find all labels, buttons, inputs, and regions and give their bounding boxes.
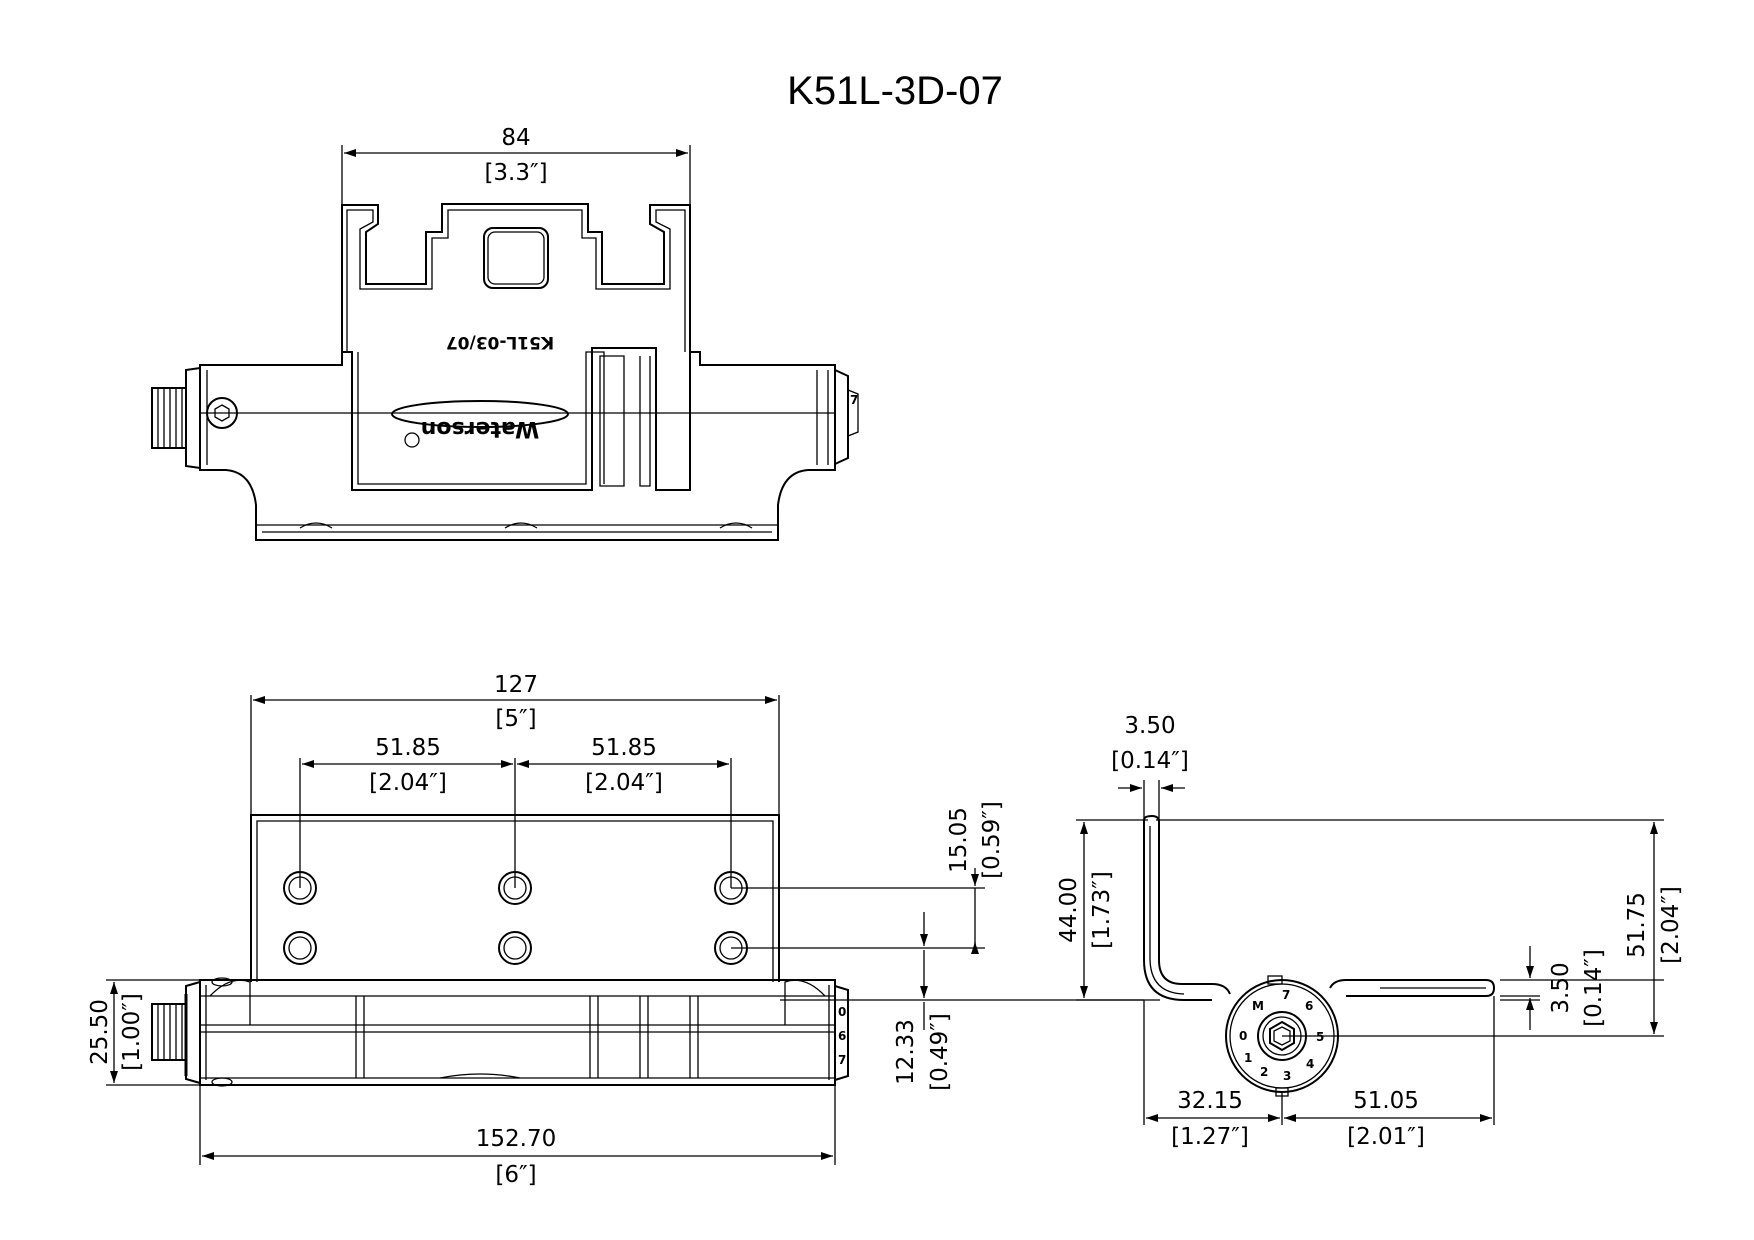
side-view: 3.50 [0.14″] 0 1 2 3 4 5 6 (1056, 713, 1684, 1150)
dim-hole-to-barrel: 12.33 [0.49″] (780, 912, 1160, 1091)
dim-flap-length-mm: 51.05 (1353, 1088, 1419, 1114)
front-view: 127 [5″] 51.85 [2.04″] 51.85 [2.04″] (87, 672, 1160, 1188)
side-flap (1329, 979, 1496, 997)
dial-number-7: 7 (1282, 988, 1290, 1002)
dim-pivot-offset: 32.15 [1.27″] 51.05 [2.01″] (1143, 996, 1495, 1150)
dim-leaf-width-in: [5″] (495, 706, 536, 732)
dial-letter-m: M (1252, 999, 1264, 1013)
barrel-outline (199, 347, 836, 541)
square-cutout (483, 227, 549, 289)
dim-leaf-height-in: [1.73″] (1089, 871, 1115, 949)
dim-leaf-height: 44.00 [1.73″] (1056, 822, 1144, 1001)
dim-hole-pitch-right-in: [2.04″] (585, 770, 663, 796)
dim-hole-to-barrel-in: [0.49″] (927, 1013, 953, 1091)
front-barrel (199, 977, 836, 1087)
dim-flap-thickness-in: [0.14″] (1581, 949, 1607, 1027)
dial-number-5: 5 (1316, 1030, 1324, 1044)
dim-leaf-width-mm: 127 (494, 672, 538, 698)
dim-pivot-offset-mm: 32.15 (1177, 1088, 1243, 1114)
top-view: 84 [3.3″] K51L-03/07 (151, 125, 859, 541)
dim-leaf-height-mm: 44.00 (1056, 877, 1082, 943)
dim-flap-thickness: 3.50 [0.14″] (1526, 946, 1607, 1030)
dim-top-width-in: [3.3″] (484, 160, 547, 186)
mounting-hole (283, 931, 317, 965)
dim-hole-row-pitch: 15.05 [0.59″] (731, 801, 1005, 954)
dim-hole-row-pitch-mm: 15.05 (946, 807, 972, 873)
dim-overall-length-mm: 152.70 (476, 1126, 556, 1152)
svg-text:7: 7 (850, 393, 858, 407)
dial-number-1: 1 (1244, 1051, 1252, 1065)
dim-barrel-dia: 25.50 [1.00″] (87, 979, 200, 1086)
mounting-hole (283, 871, 317, 905)
front-right-end-cap: 0 6 7 (834, 985, 849, 1081)
drawing-title: K51L-3D-07 (787, 69, 1003, 113)
dim-thickness-mm: 3.50 (1124, 713, 1175, 739)
dial-number-0: 0 (1239, 1029, 1247, 1043)
brand-text: Waterson (421, 416, 540, 441)
mounting-hole (498, 931, 532, 965)
dim-thickness-in: [0.14″] (1111, 748, 1189, 774)
mounting-hole (498, 871, 532, 905)
svg-text:6: 6 (838, 1029, 846, 1043)
dim-top-width: 84 [3.3″] (341, 125, 691, 205)
dial-number-4: 4 (1306, 1057, 1314, 1071)
dim-overall-height-in: [2.04″] (1658, 886, 1684, 964)
dial-number-6: 6 (1305, 999, 1313, 1013)
hinge-leaf (250, 814, 780, 982)
dim-overall-length-in: [6″] (495, 1162, 536, 1188)
dim-top-width-mm: 84 (501, 125, 530, 151)
left-threaded-end (151, 366, 201, 470)
mounting-plate-inner (346, 209, 686, 352)
dial-number-2: 2 (1260, 1065, 1268, 1079)
dim-thickness: 3.50 [0.14″] (1111, 713, 1189, 820)
dim-pivot-offset-in: [1.27″] (1171, 1124, 1249, 1150)
hex-screw-icon (206, 397, 238, 429)
dim-hole-pitch-left-in: [2.04″] (369, 770, 447, 796)
dim-hole-pitch: 51.85 [2.04″] 51.85 [2.04″] (299, 735, 732, 888)
side-bracket (1143, 814, 1231, 995)
dim-hole-to-barrel-mm: 12.33 (893, 1019, 919, 1085)
front-left-threaded-end (151, 980, 201, 1085)
dim-leaf-width: 127 [5″] (250, 672, 780, 815)
dim-hole-pitch-left-mm: 51.85 (375, 735, 441, 761)
mounting-plate (341, 203, 691, 352)
waterson-logo: Waterson (391, 400, 569, 448)
dim-overall-height: 51.75 [2.04″] (1540, 822, 1684, 1037)
dim-barrel-dia-in: [1.00″] (119, 993, 145, 1071)
dim-hole-pitch-right-mm: 51.85 (591, 735, 657, 761)
dim-overall-length: 152.70 [6″] (199, 1085, 836, 1188)
dim-flap-length-in: [2.01″] (1347, 1124, 1425, 1150)
dial-number-3: 3 (1283, 1069, 1291, 1083)
dim-flap-thickness-mm: 3.50 (1548, 962, 1574, 1013)
dim-barrel-dia-mm: 25.50 (87, 999, 113, 1065)
right-end-cap: 7 (834, 369, 859, 465)
dim-overall-height-mm: 51.75 (1624, 892, 1650, 958)
svg-text:7: 7 (838, 1053, 846, 1067)
svg-text:0: 0 (838, 1005, 846, 1019)
dim-hole-row-pitch-in: [0.59″] (979, 801, 1005, 879)
stamp-text: K51L-03/07 (446, 332, 554, 352)
